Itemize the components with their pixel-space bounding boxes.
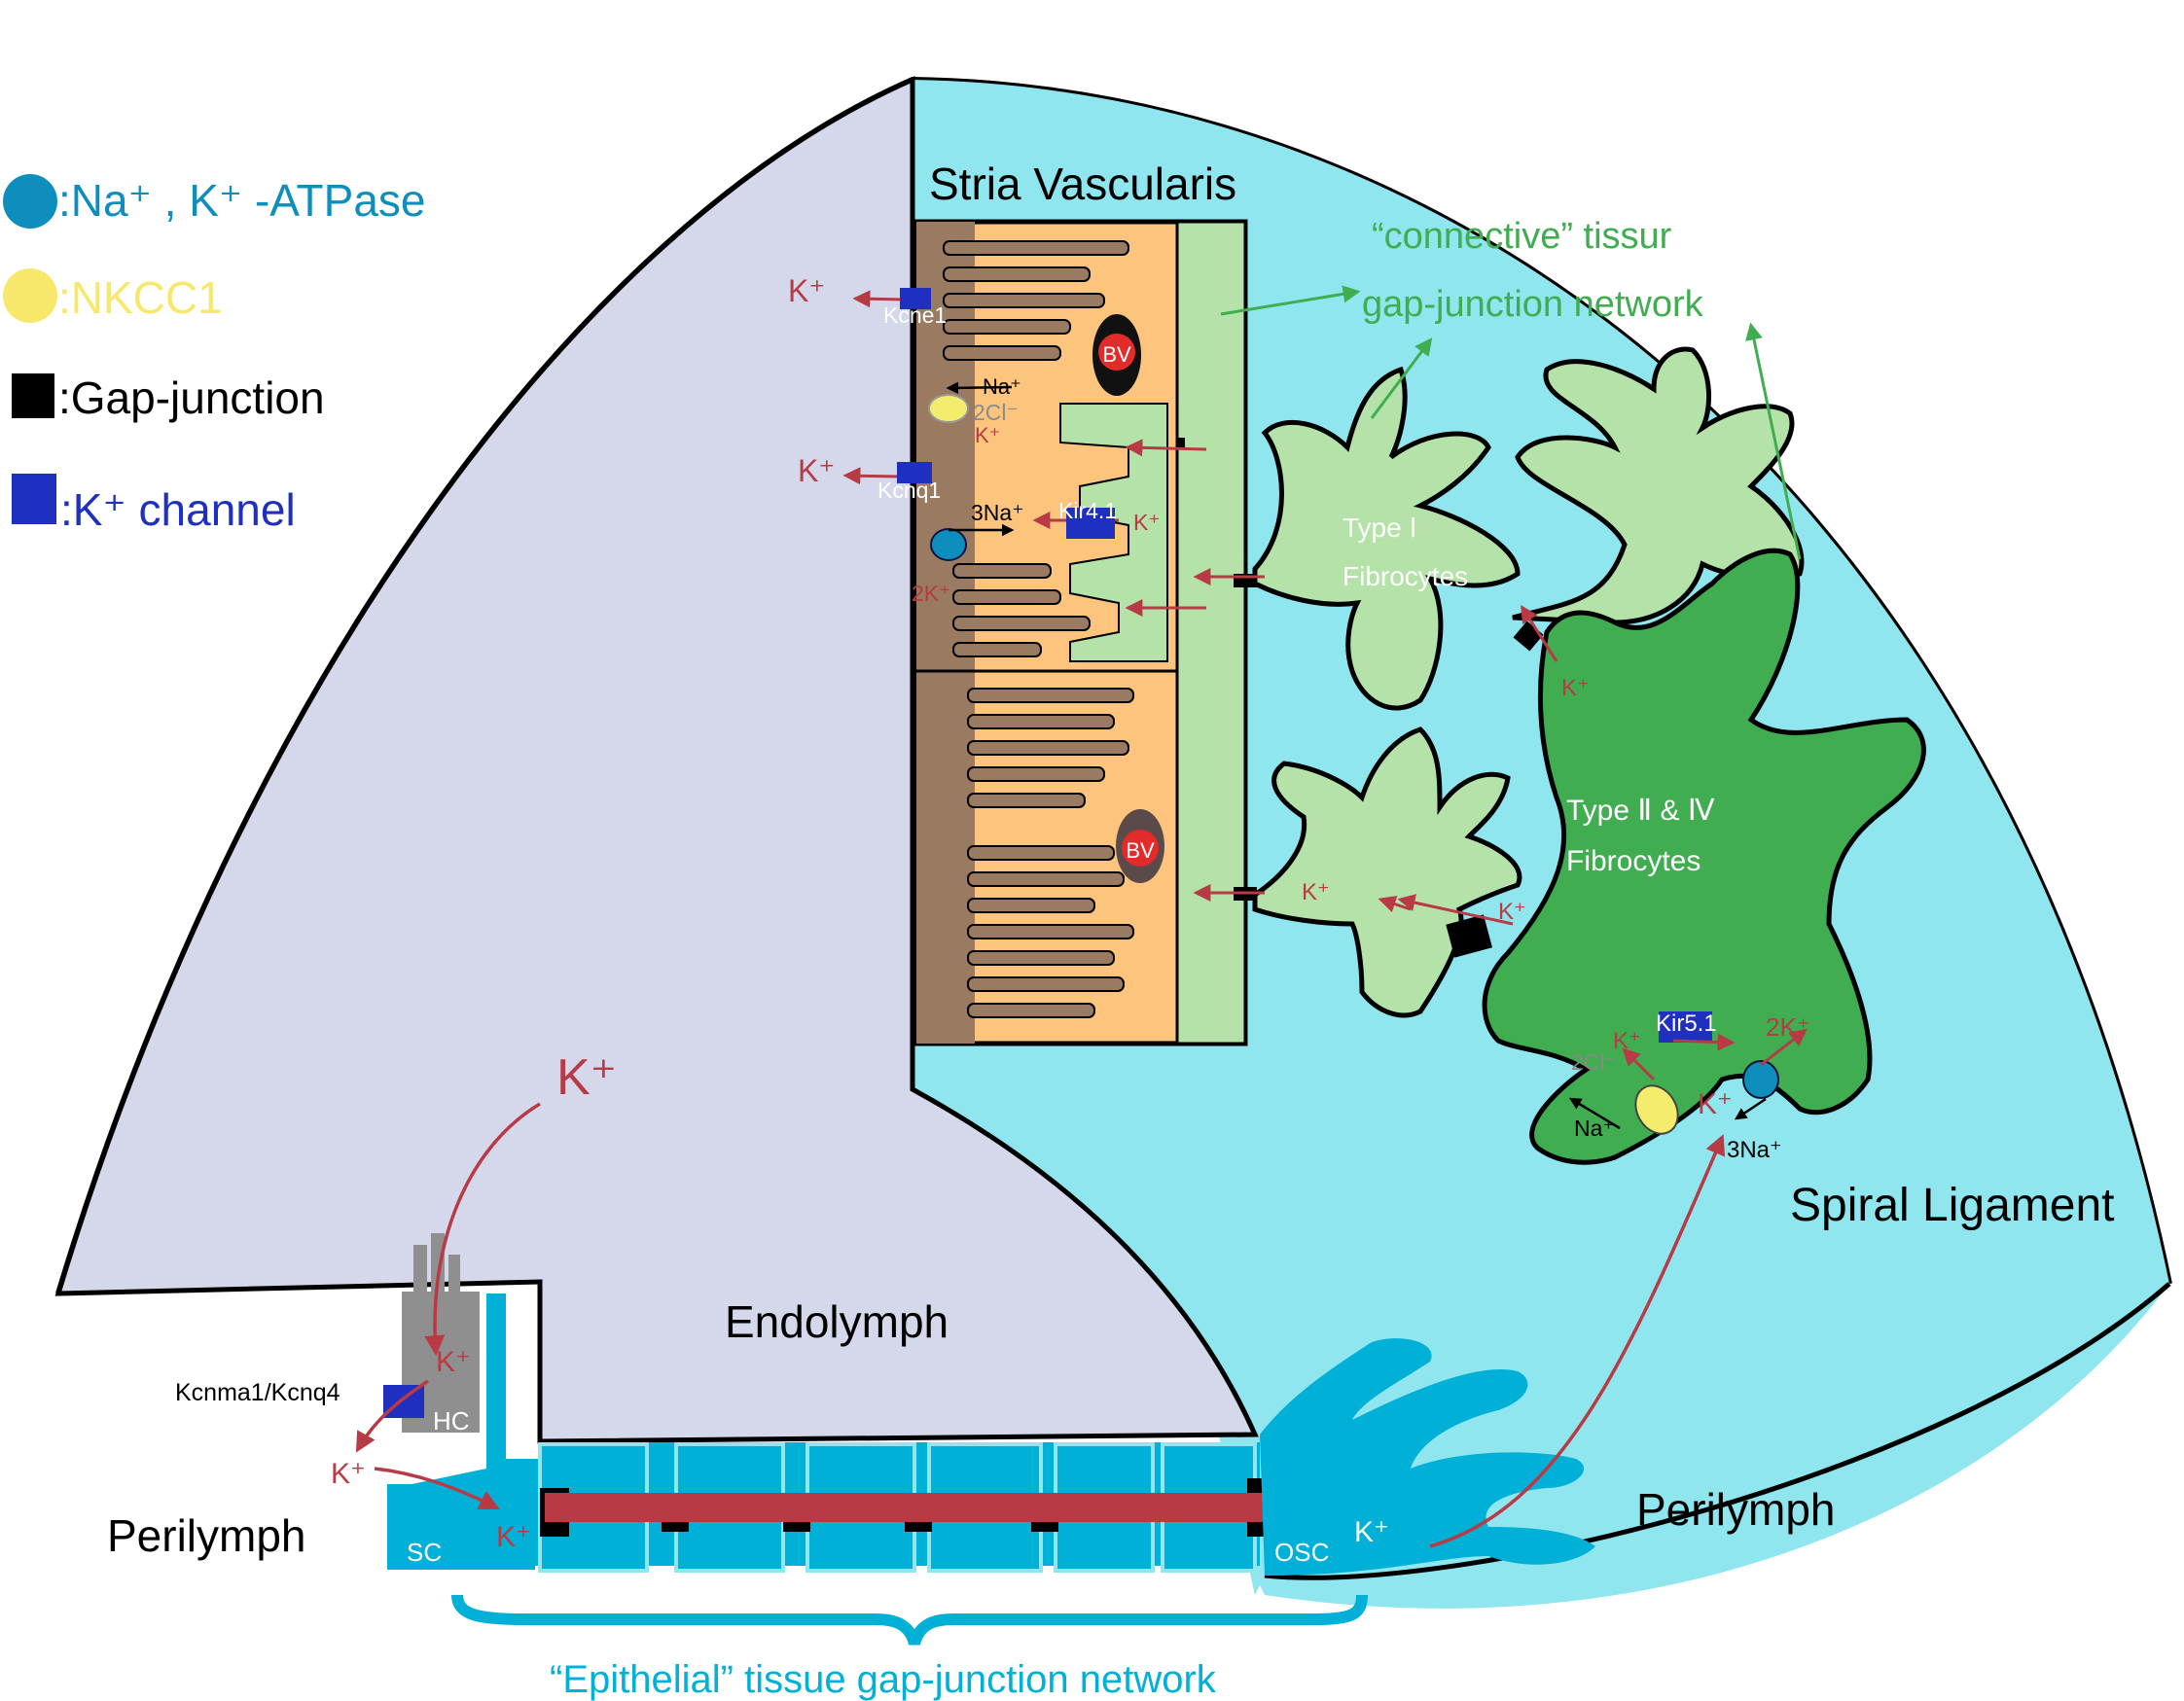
stria-k-arrows [842,290,1558,926]
k-recycle-arrows [355,1102,1726,1548]
kcnq1-label: Kcnq1 [877,478,941,503]
legend-atpase-label: :Na⁺ , K⁺ -ATPase [58,175,425,226]
basal-cell [1059,403,1168,662]
k-kir41: K⁺ [1133,510,1160,535]
na3-label: 3Na⁺ [971,500,1023,525]
k-stria-2: K⁺ [798,453,835,488]
sl-2k: 2K⁺ [1766,1012,1810,1042]
legend: :Na⁺ , K⁺ -ATPase :NKCC1 :Gap-junction :… [3,174,425,535]
stria-vascularis-label: Stria Vascularis [929,159,1236,209]
legend-kchannel-label: :K⁺ channel [60,484,296,535]
k-big-label: K⁺ [556,1049,617,1106]
outer-sulcus-cell [1260,1338,1595,1576]
k-perilymph-label: K⁺ [331,1458,366,1490]
connective-label-2: gap-junction network [1362,284,1704,325]
k-small-label: K⁺ [975,423,1000,447]
k-hc-label: K⁺ [436,1346,471,1378]
k-sc-label: K⁺ [496,1521,531,1553]
sl-k-2: K⁺ [1698,1088,1733,1120]
legend-kchannel-icon [12,474,56,524]
na-label: Na⁺ [983,374,1021,399]
nkcc1-ligament [1634,1084,1679,1135]
perilymph-left-label: Perilymph [107,1510,306,1561]
sc-label: SC [407,1538,442,1567]
sl-na: Na⁺ [1574,1116,1615,1141]
spiral-ligament-label: Spiral Ligament [1790,1180,2115,1231]
type-i-label-2: Fibrocytes [1343,561,1468,591]
k-osc-label: K⁺ [1354,1516,1389,1548]
endolymph-region [54,76,1259,1444]
sl-cl: 2Cl⁻ [1571,1049,1617,1075]
kcne1-label: Kcne1 [883,302,947,328]
type-i-fibrocyte-upper [1252,366,1521,711]
type-ii-label-2: Fibrocytes [1566,845,1701,877]
kir41-label: Kir4.1 [1058,498,1117,523]
kir51-channel [1659,1011,1712,1043]
legend-atpase-icon [3,174,57,229]
stria-folds [943,240,1134,1018]
atpase-stria [930,528,967,561]
connective-arrows [1220,285,1802,560]
legend-nkcc1-label: :NKCC1 [58,272,223,323]
epithelial-label: “Epithelial” tissue gap-junction network [550,1658,1217,1701]
type-ii-iv-fibrocyte [1482,548,1926,1165]
connective-label-1: “connective” tissur [1372,216,1672,257]
kir41-channel [1066,508,1115,539]
kcnq1-channel [897,462,932,483]
bv-label-1: BV [1102,342,1131,367]
sc-cell [387,1484,535,1570]
epithelial-k-flow [545,1493,1284,1522]
epithelial-brace [451,1594,1368,1646]
k-stria-1: K⁺ [788,273,825,308]
atpase-ligament [1742,1060,1779,1099]
kcnma-label: Kcnma1/Kcnq4 [175,1379,340,1406]
perilymph-right-label: Perilymph [1636,1484,1836,1535]
legend-nkcc1-icon [3,268,57,323]
k2-label: 2K⁺ [912,581,950,606]
k-fib-1: K⁺ [1302,879,1330,905]
sl-k-1: K⁺ [1613,1028,1641,1054]
kir51-label: Kir5.1 [1656,1010,1717,1037]
bv-label-2: BV [1126,838,1155,863]
k-fib-3: K⁺ [1561,675,1590,701]
type-ii-label-1: Type Ⅱ & Ⅳ [1566,795,1715,827]
hc-label: HC [433,1406,470,1435]
legend-gap-label: :Gap-junction [58,372,325,423]
cl2-label: 2Cl⁻ [973,400,1019,425]
k-fib-2: K⁺ [1498,899,1526,925]
type-i-label-1: Type Ⅰ [1343,513,1417,543]
osc-label: OSC [1274,1538,1329,1567]
nkcc1-stria [928,394,969,423]
endolymph-label: Endolymph [725,1296,949,1347]
legend-gap-icon [12,373,54,418]
sl-3na: 3Na⁺ [1727,1137,1782,1163]
kcne1-channel [900,288,931,309]
